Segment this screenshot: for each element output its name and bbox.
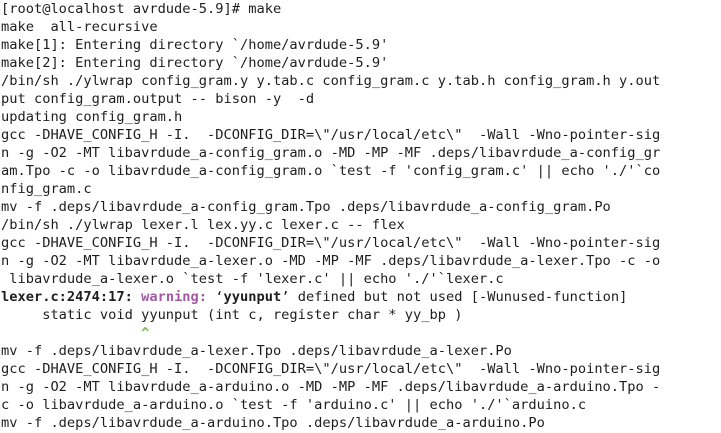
terminal-line: mv -f .deps/libavrdude_a-lexer.Tpo .deps… xyxy=(1,343,512,359)
terminal-line: /bin/sh ./ylwrap lexer.l lex.yy.c lexer.… xyxy=(1,217,405,233)
warning-quote-open: ‘ xyxy=(207,289,224,305)
terminal-line: am.Tpo -c -o libavrdude_a-config_gram.o … xyxy=(1,163,661,179)
source-code-line: static void yyunput (int c, register cha… xyxy=(1,307,463,323)
terminal-line: put config_gram.output -- bison -y -d xyxy=(1,91,315,107)
terminal-line: mv -f .deps/libavrdude_a-arduino.Tpo .de… xyxy=(1,415,545,431)
terminal-line: mv -f .deps/libavrdude_a-config_gram.Tpo… xyxy=(1,199,611,215)
terminal-line: n -g -O2 -MT libavrdude_a-arduino.o -MD … xyxy=(1,379,661,395)
terminal-line: nfig_gram.c xyxy=(1,181,92,197)
warning-label: warning: xyxy=(141,289,208,305)
terminal-line: n -g -O2 -MT libavrdude_a-lexer.o -MD -M… xyxy=(1,253,661,269)
warning-message: ’ defined but not used [-Wunused-functio… xyxy=(281,289,628,305)
terminal-line: gcc -DHAVE_CONFIG_H -I. -DCONFIG_DIR=\"/… xyxy=(1,361,661,377)
caret-indent xyxy=(1,325,141,341)
caret-marker-icon: ^ xyxy=(141,325,150,341)
warning-symbol: yyunput xyxy=(223,289,282,305)
warning-line: lexer.c:2474:17: warning: ‘yyunput’ defi… xyxy=(1,288,721,306)
caret-line: ^ xyxy=(1,324,721,342)
warning-location: lexer.c:2474:17: xyxy=(1,289,133,305)
terminal-line: gcc -DHAVE_CONFIG_H -I. -DCONFIG_DIR=\"/… xyxy=(1,127,661,143)
terminal-line: make[1]: Entering directory `/home/avrdu… xyxy=(1,37,389,53)
terminal-line: make all-recursive xyxy=(1,19,158,35)
terminal-line: make[2]: Entering directory `/home/avrdu… xyxy=(1,55,389,71)
terminal-line: n -g -O2 -MT libavrdude_a-config_gram.o … xyxy=(1,145,661,161)
terminal-line: /bin/sh ./ylwrap config_gram.y y.tab.c c… xyxy=(1,73,661,89)
terminal-line: libavrdude_a-lexer.o `test -f 'lexer.c' … xyxy=(1,271,504,287)
terminal-line: [root@localhost avrdude-5.9]# make xyxy=(1,1,282,17)
terminal-line: c -o libavrdude_a-arduino.o `test -f 'ar… xyxy=(1,397,587,413)
terminal-line: gcc -DHAVE_CONFIG_H -I. -DCONFIG_DIR=\"/… xyxy=(1,235,661,251)
terminal-line: updating config_gram.h xyxy=(1,109,183,125)
